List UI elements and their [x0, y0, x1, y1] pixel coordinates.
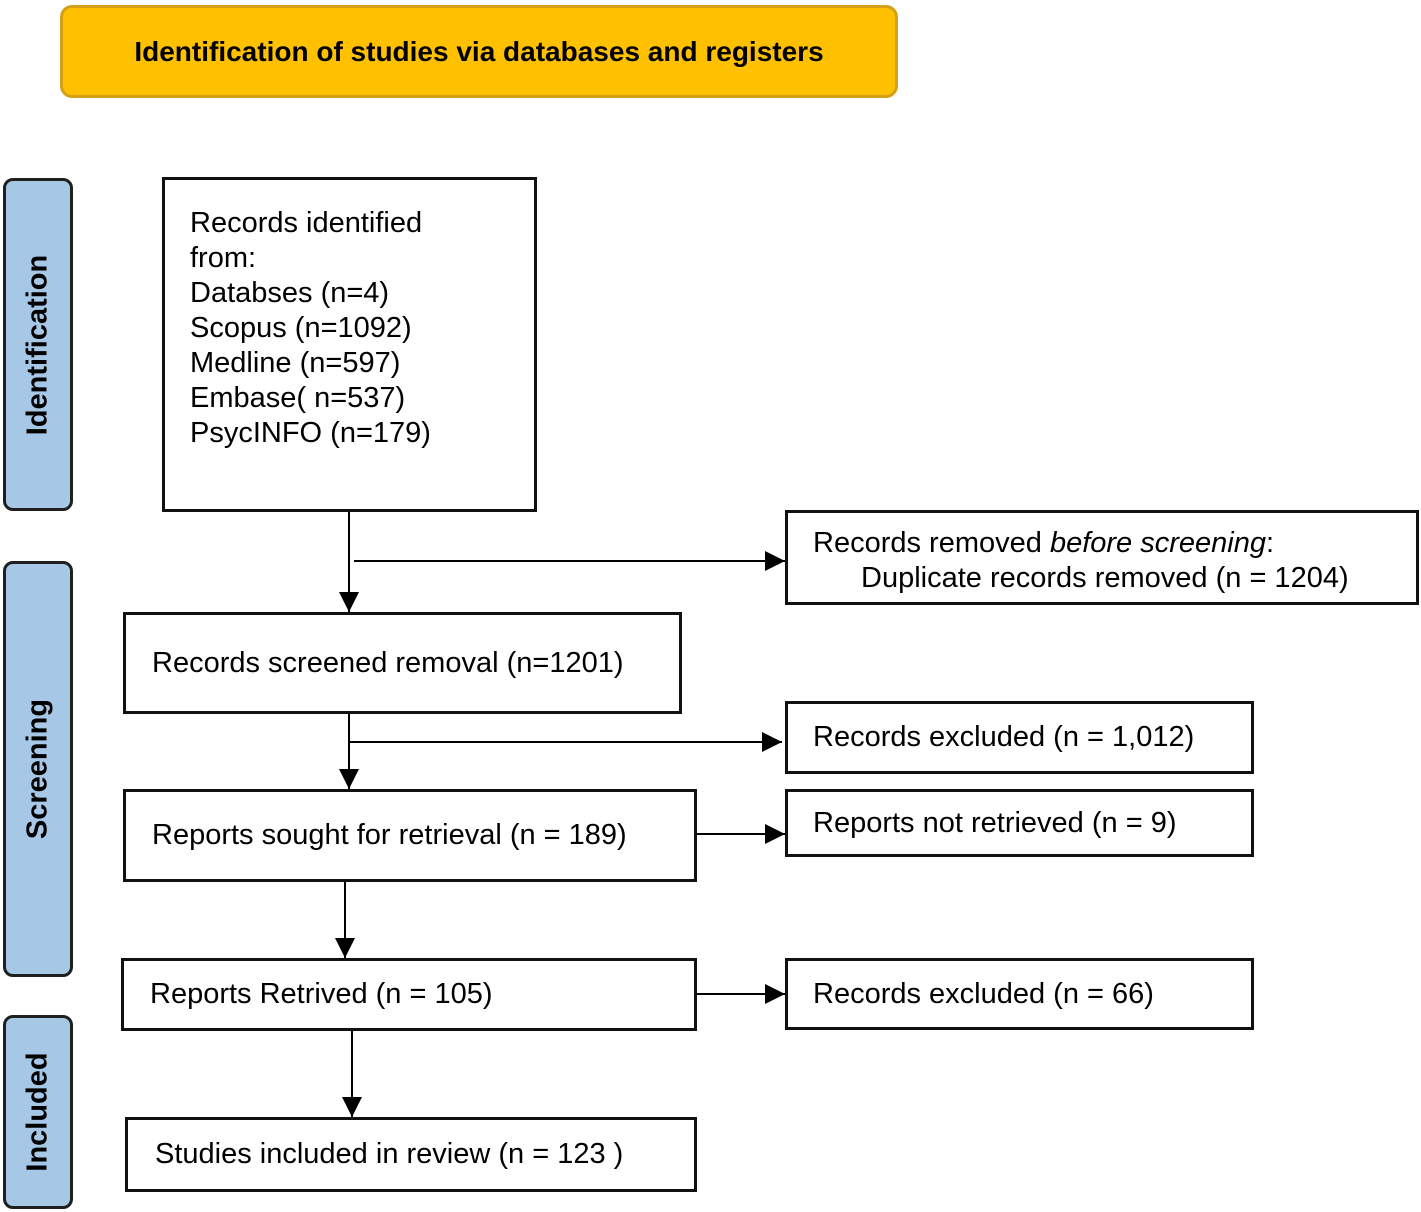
header-title: Identification of studies via databases …	[134, 35, 824, 67]
arrowhead	[342, 1097, 362, 1117]
duplicate-records-removed: Duplicate records removed (n = 1204)	[861, 562, 1349, 594]
phase-identification: Identification	[3, 178, 73, 511]
records-excluded-label-1: Records excluded (n = 1,012)	[813, 721, 1195, 753]
records-identified-line: Databses (n=4)	[190, 277, 390, 309]
arrowhead	[339, 592, 359, 612]
arrowhead	[765, 984, 785, 1004]
records-screened-label: Records screened removal (n=1201)	[152, 646, 624, 679]
records-identified-line: Scopus (n=1092)	[190, 312, 412, 344]
reports-sought-box: Reports sought for retrieval (n = 189)	[123, 789, 697, 882]
phase-screening: Screening	[3, 561, 73, 977]
records-identified-line: Medline (n=597)	[190, 347, 401, 379]
records-screened-box: Records screened removal (n=1201)	[123, 612, 682, 714]
records-identified-line: from:	[190, 242, 257, 274]
records-removed-emphasis: before screening	[1049, 527, 1266, 559]
reports-retrieved-box: Reports Retrived (n = 105)	[121, 958, 697, 1031]
reports-not-retrieved-box: Reports not retrieved (n = 9)	[785, 789, 1254, 857]
studies-included-label: Studies included in review (n = 123 )	[155, 1138, 624, 1170]
records-identified-line: Records identified	[190, 207, 423, 239]
arrowhead	[335, 938, 355, 958]
studies-included-box: Studies included in review (n = 123 )	[125, 1117, 697, 1192]
reports-not-retrieved-label: Reports not retrieved (n = 9)	[813, 806, 1177, 839]
records-removed-suffix: :	[1265, 527, 1275, 559]
phase-included: Included	[3, 1015, 73, 1209]
arrowhead	[765, 824, 785, 844]
arrowhead	[339, 769, 359, 789]
records-removed-heading: Records removed before screening:	[813, 526, 1416, 561]
records-identified-box: Records identified from: Databses (n=4) …	[162, 177, 537, 512]
records-removed-box: Records removed before screening: Duplic…	[785, 510, 1419, 605]
records-identified-line: PsycINFO (n=179)	[190, 417, 431, 449]
header-banner: Identification of studies via databases …	[60, 5, 898, 98]
records-excluded-label-2: Records excluded (n = 66)	[813, 977, 1154, 1010]
records-excluded-box-2: Records excluded (n = 66)	[785, 958, 1254, 1030]
reports-retrieved-label: Reports Retrived (n = 105)	[150, 978, 493, 1010]
arrowhead	[762, 732, 782, 752]
records-excluded-box-1: Records excluded (n = 1,012)	[785, 701, 1254, 774]
reports-sought-label: Reports sought for retrieval (n = 189)	[152, 819, 627, 851]
arrowhead	[765, 551, 785, 571]
records-identified-line: Embase( n=537)	[190, 382, 406, 414]
records-removed-prefix: Records removed	[813, 527, 1050, 559]
